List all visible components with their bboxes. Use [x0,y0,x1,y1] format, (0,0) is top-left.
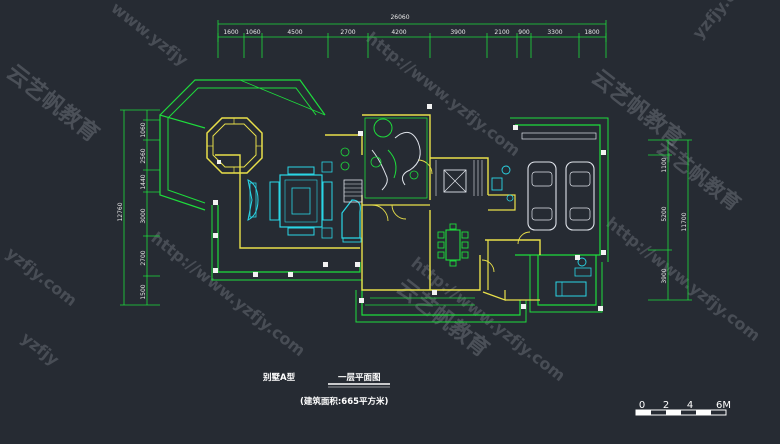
dim-left-total: 12760 [117,202,124,221]
dim-left: 3000 [140,208,147,223]
watermark-url: yzfjy.com [689,0,758,43]
staircase [343,179,363,203]
garage [521,132,597,231]
dim-total-width: 26060 [390,14,409,21]
dim-right: 1100 [661,157,668,172]
scale-label: 4 [687,400,693,411]
plan-title: 一层平面图 [338,373,381,383]
watermark-url: http://www.yzfjy.com [603,213,764,345]
dim-left: 2700 [140,250,147,265]
main-walls [215,114,541,301]
watermark-url: yzfjy.com [3,243,81,310]
dim-right: 3900 [661,268,668,283]
watermark-url: http://www.yzfjy.com [363,28,524,160]
left-dimension-chain: 12760 1060 2560 1440 3000 2700 1500 [117,109,160,306]
dim-left: 1440 [140,174,147,189]
dim-top: 3300 [547,29,562,36]
watermark-brand: 云艺帆教育 [1,59,104,147]
plan-type-label: 别墅A型 [262,372,296,383]
dim-left: 2560 [140,148,147,163]
living-room-sofa-set [247,161,333,239]
utility-core [435,160,483,196]
dim-top: 3900 [450,29,465,36]
dim-top: 900 [518,29,530,36]
right-dimension-chain: 1100 5200 3900 11700 [648,139,692,301]
scale-label: 6M [716,400,731,411]
courtyard [340,117,428,199]
dim-right: 5200 [661,206,668,221]
dim-left: 1060 [140,122,147,137]
car [527,161,557,231]
scale-label: 2 [663,400,669,411]
bed [555,281,587,297]
dim-top: 2100 [494,29,509,36]
watermark-layer: www.yzfjy yzfjy.com http://www.yzfjy.com… [1,0,764,385]
bathroom-fixtures [491,165,592,277]
dim-top: 2700 [340,29,355,36]
columns [213,104,606,311]
dim-top: 1060 [245,29,260,36]
scale-label: 0 [639,400,645,411]
top-dimension-chain: 26060 1600 1060 4500 2700 4200 3900 2100… [217,14,607,58]
dim-right-total: 11700 [681,212,688,231]
building-area-label: (建筑面积:665平方米) [300,396,389,407]
dim-left: 1500 [140,284,147,299]
dim-top: 1600 [223,29,238,36]
watermark-brand: 云艺帆教育 [652,135,746,215]
title-block: 别墅A型 一层平面图 (建筑面积:665平方米) [262,372,390,407]
octagon-room [206,117,263,174]
dim-top: 1800 [584,29,599,36]
dim-top: 4200 [391,29,406,36]
watermark-url: www.yzfjy [108,0,193,70]
scale-bar: 0 2 4 6M [635,400,731,416]
terrace-outline [159,79,609,323]
car [565,161,595,231]
dim-top: 4500 [287,29,302,36]
watermark-url: yzfjy [18,328,64,370]
piano [341,199,362,243]
dining-table [437,223,469,267]
